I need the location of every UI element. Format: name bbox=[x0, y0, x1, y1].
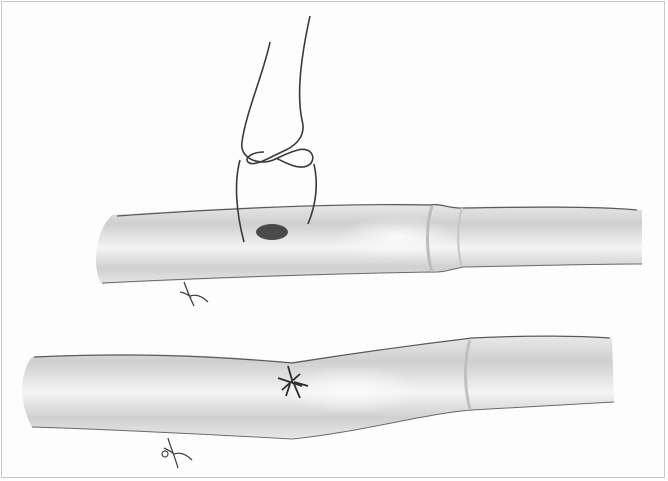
upper-branch-icon bbox=[180, 282, 208, 306]
lower-vessel-bulge-highlight bbox=[282, 366, 422, 414]
upper-vessel-bulge-highlight bbox=[337, 216, 457, 260]
lower-branch-tip-icon bbox=[162, 451, 168, 457]
vessel-defect-icon bbox=[256, 224, 288, 240]
upper-vessel bbox=[96, 204, 642, 306]
lower-vessel bbox=[22, 336, 614, 468]
